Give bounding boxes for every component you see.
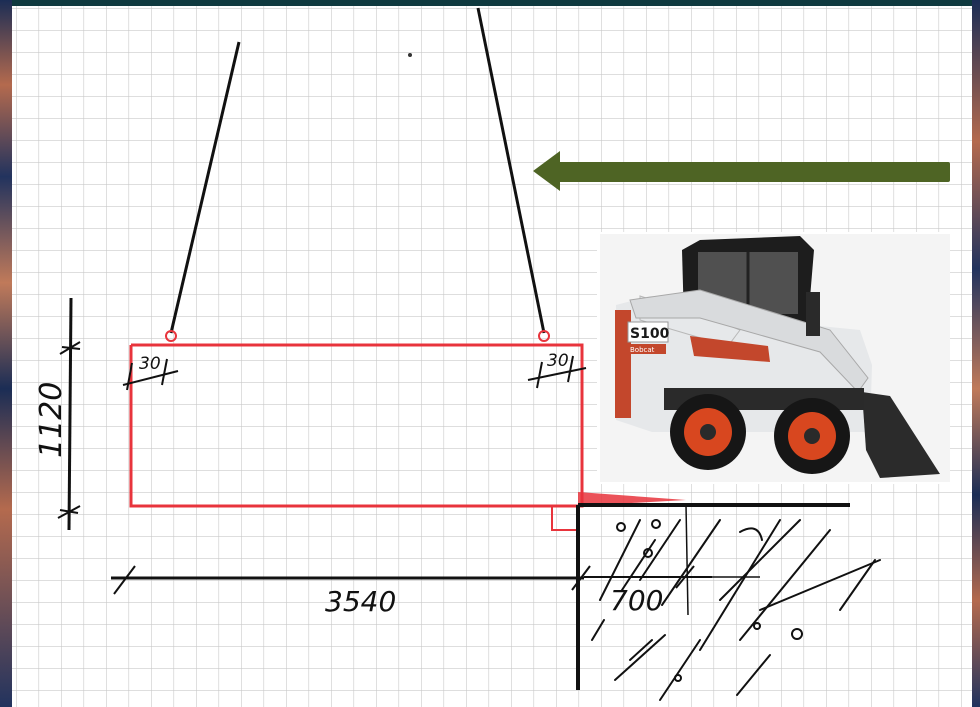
- frame-top-band: [0, 0, 980, 6]
- brand-label: Bobcat: [630, 346, 655, 354]
- height-label: 1120: [34, 382, 69, 458]
- right-margin-label: 30: [547, 351, 569, 371]
- left-lifting-eye: [165, 330, 177, 342]
- ground-hatching: [591, 519, 881, 701]
- rear-wheel: [670, 394, 746, 470]
- length-dimension: 3540: [111, 565, 591, 618]
- left-margin-dimension: 30: [122, 354, 179, 391]
- offset-label: 700: [610, 584, 663, 617]
- left-margin-label: 30: [139, 354, 161, 374]
- bucket: [862, 392, 940, 478]
- right-cable: [476, 7, 546, 334]
- front-wheel: [774, 398, 850, 474]
- frame-right-strip: [972, 0, 980, 707]
- frame-left-strip: [0, 0, 12, 707]
- left-cable: [169, 41, 241, 334]
- offset-dimension: 700: [584, 565, 712, 617]
- rear-panel: [615, 310, 631, 418]
- right-lifting-eye: [538, 330, 550, 342]
- direction-arrow: [533, 151, 950, 191]
- paper-speck: [408, 53, 412, 57]
- height-dimension: 1120: [34, 297, 81, 531]
- length-label: 3540: [325, 585, 396, 618]
- right-margin-dimension: 30: [527, 351, 587, 389]
- skid-steer-photo: S100 Bobcat: [597, 232, 950, 484]
- model-label: S100: [630, 326, 670, 342]
- ground-section: [576, 503, 850, 690]
